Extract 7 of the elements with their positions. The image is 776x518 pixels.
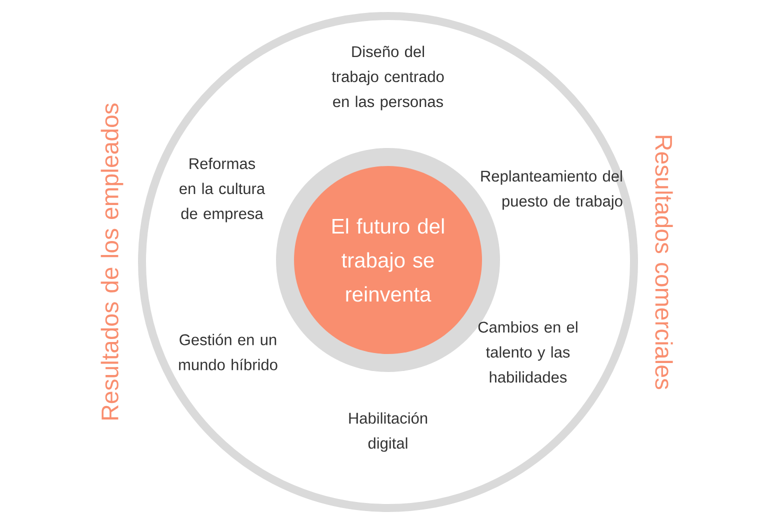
topic-label: Habilitación digital (349, 412, 428, 452)
curved-heading: Resultados de los empleados (100, 104, 124, 420)
topic-label: Gestión en un mundo híbrido (179, 334, 278, 370)
topic-label: Replanteamiento del puesto de trabajo (481, 170, 622, 210)
topic-label: Diseño del trabajo centrado en las personas (332, 46, 444, 110)
topic-label: Reformas en la cultura de empresa (180, 158, 266, 222)
curved-heading: Resultados comerciales (655, 136, 673, 390)
